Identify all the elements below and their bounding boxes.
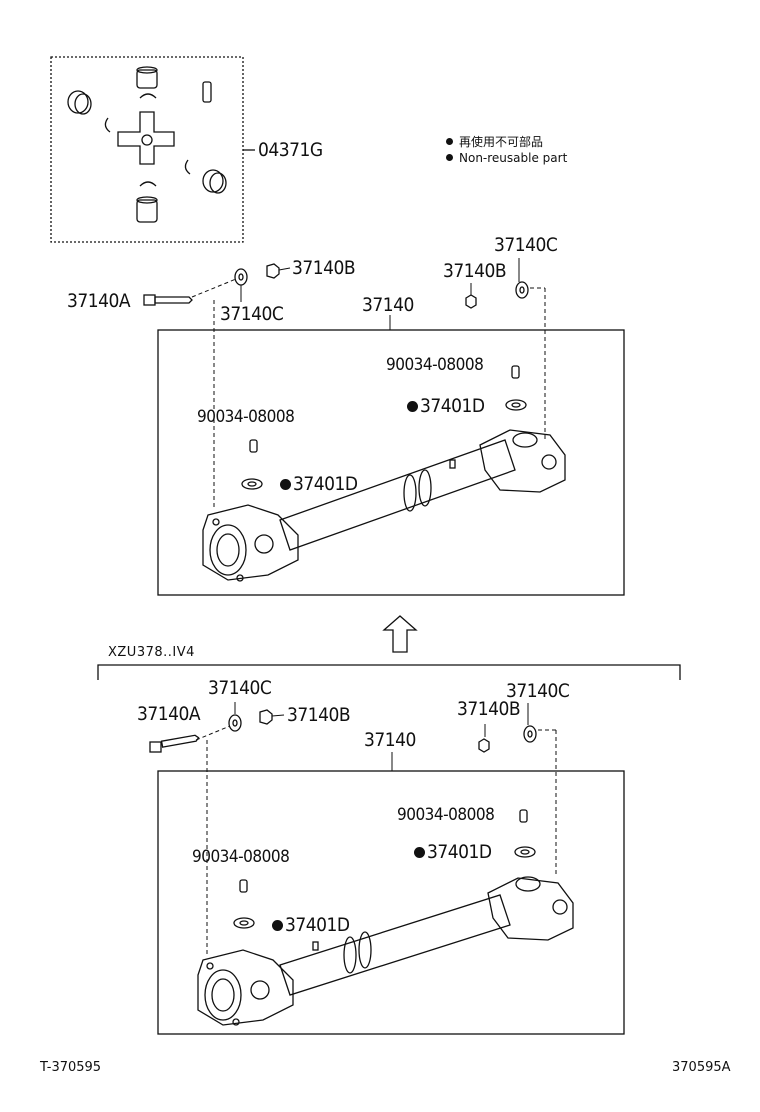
top-bolt-label: 37140A (67, 290, 131, 312)
top-shaft-label: 37140 (362, 294, 414, 316)
bottom-leaders (195, 702, 557, 955)
variant-bracket (97, 664, 681, 680)
bottom-nut-right-label: 37140B (457, 698, 521, 720)
universal-joint-kit-parts (67, 66, 227, 223)
bottom-fitting-right-label: 90034-08008 (397, 805, 495, 825)
kit-part-number: 04371G (258, 139, 323, 161)
bottom-hardware (149, 709, 537, 753)
bullet-icon (446, 154, 453, 161)
top-fitting-right-label: 90034-08008 (386, 355, 484, 375)
non-reusable-dot-icon (280, 479, 291, 490)
footer-right-code: 370595A (672, 1060, 731, 1075)
top-nut-right-label: 37140B (443, 260, 507, 282)
footer-left-code: T-370595 (40, 1060, 102, 1075)
top-snap-right-label: 37401D (407, 397, 485, 416)
non-reusable-dot-icon (407, 401, 418, 412)
bullet-icon (446, 138, 453, 145)
bottom-washer-left-label: 37140C (208, 677, 272, 699)
top-fitting-left-label: 90034-08008 (197, 407, 295, 427)
arrow-up (382, 615, 418, 653)
bottom-bolt-label: 37140A (137, 703, 201, 725)
top-washer-left-label: 37140C (220, 303, 284, 325)
bottom-shaft-box (157, 770, 625, 1035)
bottom-washer-right-label: 37140C (506, 680, 570, 702)
bottom-nut-left-label: 37140B (287, 704, 351, 726)
top-washer-right-label: 37140C (494, 234, 558, 256)
top-shaft-box (157, 329, 625, 596)
top-leaders (191, 258, 546, 510)
top-shaft (202, 365, 566, 582)
bottom-shaft (197, 809, 574, 1026)
top-snap-left-label: 37401D (280, 475, 358, 494)
non-reusable-dot-icon (272, 920, 283, 931)
variant-label: XZU378..IV4 (108, 645, 195, 660)
top-nut-left-label: 37140B (292, 257, 356, 279)
non-reusable-dot-icon (414, 847, 425, 858)
legend-japanese: 再使用不可部品 (446, 136, 543, 148)
bottom-shaft-label: 37140 (364, 729, 416, 751)
top-hardware (143, 263, 529, 309)
bottom-snap-left-label: 37401D (272, 916, 350, 935)
legend-english: Non-reusable part (446, 152, 567, 164)
bottom-fitting-left-label: 90034-08008 (192, 847, 290, 867)
bottom-snap-right-label: 37401D (414, 843, 492, 862)
kit-box (50, 56, 244, 243)
